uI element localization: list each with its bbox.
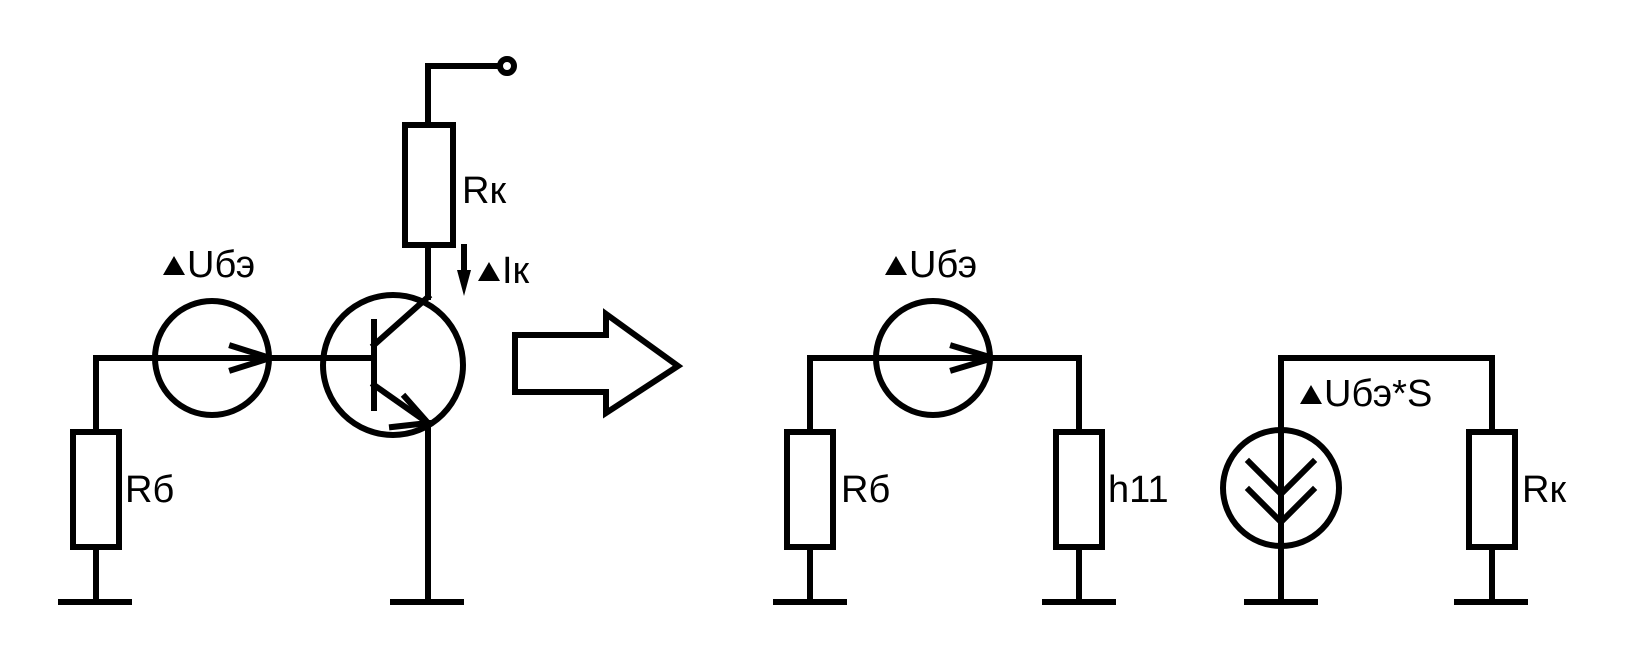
output-loop-wire: [1278, 355, 1495, 435]
base-resistor-label: Rб: [125, 469, 174, 511]
voltage-source-right: [873, 298, 1004, 418]
delta-icon: [885, 256, 907, 275]
collector-resistor-equivalent: [1466, 429, 1518, 550]
left-circuit: Rк Iк Uбэ: [58, 56, 530, 605]
input-loop-wire: [807, 355, 1082, 435]
base-resistor: [70, 429, 122, 550]
dependent-current-source-text: Uбэ*S: [1324, 373, 1432, 415]
voltage-source-left-text: Uбэ: [187, 244, 255, 286]
collector-current-label: Iк: [478, 250, 530, 292]
chevron-down-icon: [1244, 457, 1318, 499]
base-input-wire: [93, 355, 377, 435]
supply-terminal-node: [497, 56, 517, 76]
delta-icon: [163, 256, 185, 275]
input-resistance-h11: [1053, 429, 1105, 550]
voltage-source-left: [152, 298, 280, 418]
collector-resistor-label: Rк: [462, 170, 506, 212]
arrow-icon: [949, 342, 1004, 374]
equivalent-circuit-input: Uбэ Rб h11: [773, 244, 1169, 605]
collector-resistor: [402, 122, 456, 248]
voltage-source-right-text: Uбэ: [909, 244, 977, 286]
equivalent-circuit-output: Uбэ*S Rк: [1220, 355, 1566, 605]
dependent-current-source: [1220, 427, 1342, 549]
base-resistor-equivalent-label: Rб: [841, 469, 890, 511]
delta-icon: [1300, 385, 1322, 404]
voltage-source-left-label: Uбэ: [163, 244, 255, 286]
collector-current-arrow: [457, 244, 471, 296]
transistor-envelope: [320, 292, 466, 438]
input-resistance-h11-label: h11: [1108, 469, 1169, 511]
delta-icon: [478, 262, 500, 281]
transistor-collector: [369, 292, 433, 350]
arrow-icon: [228, 342, 280, 374]
collector-resistor-equivalent-label: Rк: [1522, 469, 1566, 511]
chevron-down-icon: [1244, 485, 1318, 527]
base-resistor-equivalent: [784, 429, 836, 550]
voltage-source-right-label: Uбэ: [885, 244, 977, 286]
collector-current-text: Iк: [502, 250, 530, 292]
npn-transistor: [320, 292, 466, 438]
dependent-current-source-label: Uбэ*S: [1300, 373, 1432, 415]
transform-arrow-icon: [512, 308, 684, 419]
supply-terminal: [425, 56, 517, 128]
